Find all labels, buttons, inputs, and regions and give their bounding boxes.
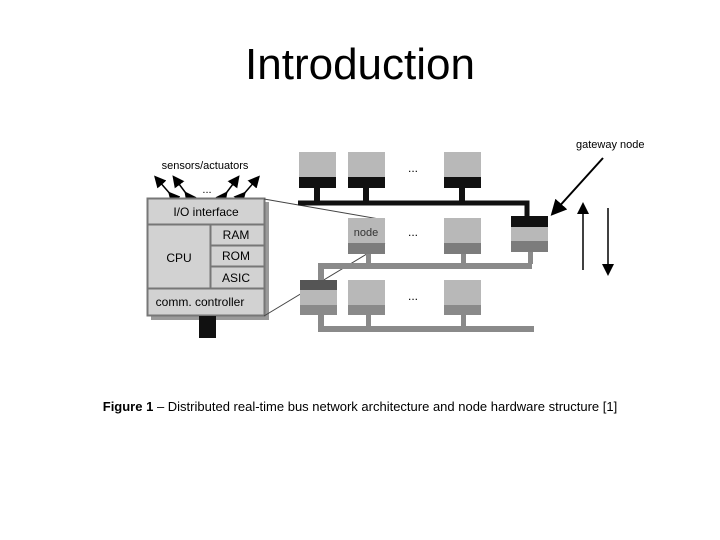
node-connector-top xyxy=(300,280,337,290)
bus-stub xyxy=(461,253,466,264)
network-node xyxy=(299,152,336,177)
bus-stub xyxy=(528,251,533,264)
rom-box xyxy=(210,245,265,267)
bus-stub xyxy=(366,315,371,327)
network-node xyxy=(444,280,481,305)
slide-title: Introduction xyxy=(245,40,475,89)
gateway-body xyxy=(511,227,548,241)
node-connector xyxy=(348,177,385,188)
zoom-line xyxy=(263,198,386,221)
rom-label: ROM xyxy=(222,249,250,263)
node-label: node xyxy=(354,227,378,239)
sensor-arrow xyxy=(154,175,181,205)
bus-stub xyxy=(366,253,371,264)
gateway-node-label: gateway node xyxy=(576,139,645,151)
network-node xyxy=(444,152,481,177)
node-connector xyxy=(299,177,336,188)
network-node xyxy=(348,152,385,177)
sensors-ellipsis: ... xyxy=(202,184,211,196)
sensor-arrows xyxy=(154,175,260,205)
node-stub xyxy=(363,188,369,203)
bottom-bus xyxy=(318,326,534,332)
top-row-nodes: ... xyxy=(299,152,481,203)
io-interface-label: I/O interface xyxy=(173,205,239,219)
node-connector xyxy=(348,243,385,254)
gateway-connector xyxy=(511,216,548,227)
node-connector xyxy=(444,305,481,315)
gateway-pointer-arrow xyxy=(550,157,604,216)
middle-bus-riser xyxy=(318,263,324,285)
middle-row-ellipsis: ... xyxy=(408,225,418,239)
cpu-box xyxy=(147,224,211,289)
node-connector xyxy=(348,305,385,315)
bottom-row-ellipsis: ... xyxy=(408,289,418,303)
network-node xyxy=(300,290,337,305)
asic-box xyxy=(210,266,265,289)
bottom-row-nodes: ... xyxy=(300,280,481,315)
comm-controller-label: comm. controller xyxy=(156,295,245,309)
network-node xyxy=(444,218,481,243)
top-bus xyxy=(298,200,530,218)
ram-label: RAM xyxy=(223,228,250,242)
network-node xyxy=(348,280,385,305)
node-stub xyxy=(459,188,465,203)
node-connector xyxy=(300,305,337,315)
sensor-arrow xyxy=(172,175,197,205)
zoom-line xyxy=(263,242,386,317)
sensors-actuators-label: sensors/actuators xyxy=(162,160,249,172)
sensor-arrow xyxy=(233,175,260,205)
comm-controller-box xyxy=(147,288,265,316)
asic-label: ASIC xyxy=(222,271,250,285)
node-hardware-structure: I/O interface CPU RAM ROM ASIC comm. con… xyxy=(146,197,269,338)
caption-text: – Distributed real-time bus network arch… xyxy=(153,399,618,414)
middle-row-nodes: node ... xyxy=(348,218,481,254)
bus-stub xyxy=(461,315,466,327)
gateway-lower-connector xyxy=(511,241,548,252)
middle-bus xyxy=(318,263,532,269)
figure-caption: Figure 1 – Distributed real-time bus net… xyxy=(0,399,720,414)
ram-box xyxy=(210,224,265,246)
cpu-label: CPU xyxy=(166,251,191,265)
node-stub xyxy=(314,188,320,203)
network-node-highlighted xyxy=(348,218,385,243)
node-connector xyxy=(444,177,481,188)
node-connector xyxy=(444,243,481,254)
gateway-node xyxy=(511,216,548,252)
sensor-arrow xyxy=(215,175,240,205)
top-row-ellipsis: ... xyxy=(408,161,418,175)
caption-figure-number: Figure 1 xyxy=(102,399,154,414)
panel-connector xyxy=(199,316,216,338)
io-interface-box xyxy=(147,198,265,225)
